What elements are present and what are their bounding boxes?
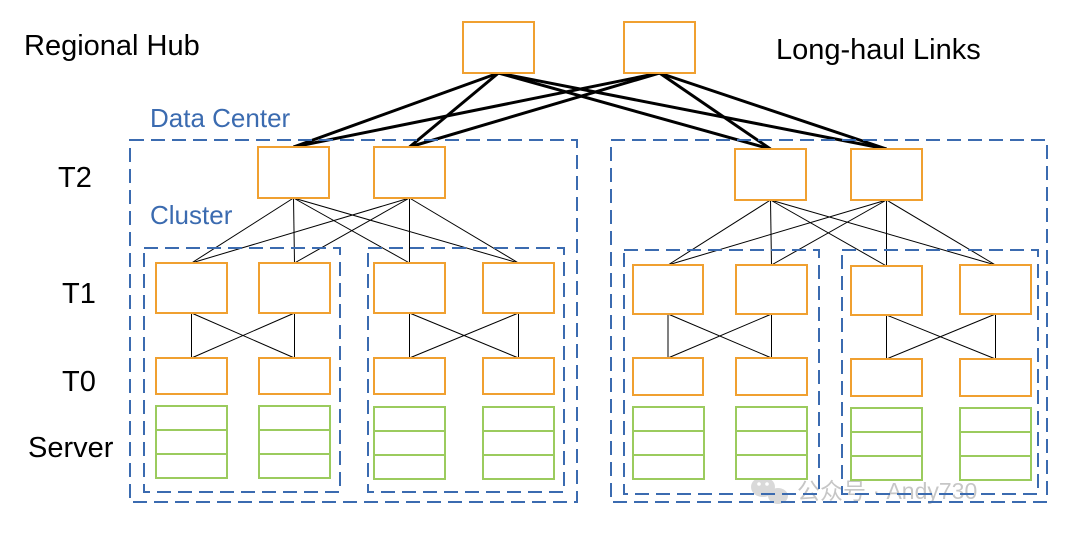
- server-box: [482, 406, 555, 432]
- data-center-box: [610, 139, 1048, 503]
- server-box: [850, 455, 923, 481]
- server-box: [258, 429, 331, 455]
- t2-t1-link: [293, 197, 295, 264]
- server-box: [373, 406, 446, 432]
- cluster-box: [367, 247, 565, 493]
- regional-hub-label: Regional Hub: [24, 30, 200, 62]
- t2-t1-link: [667, 199, 771, 266]
- server-box: [258, 453, 331, 479]
- server-box: [850, 431, 923, 457]
- t2-t1-link: [770, 199, 996, 266]
- t1-t0-link: [409, 312, 519, 359]
- t0-switch: [258, 357, 331, 395]
- t0-switch: [373, 357, 446, 395]
- t1-switch: [482, 262, 555, 314]
- t2-switch: [373, 146, 446, 199]
- t1-switch: [258, 262, 331, 314]
- wechat-icon: [751, 477, 788, 504]
- server-box: [373, 454, 446, 480]
- server-box: [735, 406, 808, 432]
- t1-t0-link: [667, 313, 772, 359]
- long-haul-link: [658, 71, 772, 151]
- cluster-label: Cluster: [150, 200, 233, 230]
- t1-switch: [155, 262, 228, 314]
- t1-switch: [959, 264, 1032, 315]
- server-box: [482, 430, 555, 456]
- long-haul-link: [498, 71, 771, 151]
- server-box: [632, 406, 705, 432]
- long-haul-link: [293, 71, 660, 149]
- watermark-text: 公众号 · Andy730: [797, 478, 977, 504]
- t0-switch: [155, 357, 228, 395]
- server-box: [959, 431, 1032, 457]
- t2-t1-link: [191, 197, 410, 264]
- t2-t1-link: [667, 199, 887, 266]
- t1-t0-link: [886, 313, 996, 360]
- long-haul-link: [659, 71, 887, 151]
- server-box: [155, 453, 228, 479]
- server-box: [850, 407, 923, 433]
- cluster-box: [143, 247, 341, 493]
- long-haul-link: [409, 71, 660, 149]
- t1-switch: [632, 264, 704, 315]
- data-center-box: [129, 139, 578, 503]
- regional-hub-switch: [462, 21, 535, 74]
- cluster-box: [841, 249, 1039, 495]
- long-haul-link: [498, 71, 887, 151]
- t0-switch: [632, 357, 704, 396]
- server-box: [632, 430, 705, 456]
- t1-switch: [735, 264, 808, 315]
- t2-switch: [850, 148, 923, 201]
- t2-switch: [257, 146, 330, 199]
- t2-t1-link: [771, 199, 887, 266]
- t1-switch: [373, 262, 446, 314]
- t0-switch: [850, 358, 923, 397]
- t2-t1-link: [293, 197, 519, 264]
- cluster-box: [623, 249, 820, 495]
- t2-t1-link: [409, 197, 519, 264]
- server-box: [155, 405, 228, 431]
- server-box: [632, 454, 705, 480]
- t2-t1-link: [770, 199, 772, 266]
- server-box: [959, 407, 1032, 433]
- regional-hub-switch: [623, 21, 696, 74]
- server-box: [959, 455, 1032, 481]
- server-box: [735, 430, 808, 456]
- t0-switch: [959, 358, 1032, 397]
- watermark: 公众号 · Andy730: [751, 477, 977, 504]
- tier-t0-label: T0: [62, 366, 96, 398]
- data-center-label: Data Center: [150, 103, 291, 133]
- t1-switch: [850, 265, 923, 316]
- t1-t0-link: [191, 312, 295, 359]
- tier-t2-label: T2: [58, 162, 92, 194]
- t2-t1-link: [191, 197, 294, 264]
- t0-switch: [735, 357, 808, 396]
- t2-switch: [734, 148, 807, 201]
- server-box: [155, 429, 228, 455]
- tier-t1-label: T1: [62, 278, 96, 310]
- server-label: Server: [28, 432, 114, 464]
- devices-layer: [129, 21, 1048, 503]
- long-haul-link: [408, 71, 500, 149]
- long-haul-link: [292, 71, 500, 149]
- links-layer: [191, 71, 996, 360]
- server-box: [482, 454, 555, 480]
- t2-t1-link: [294, 197, 410, 264]
- server-box: [258, 405, 331, 431]
- server-box: [373, 430, 446, 456]
- long-haul-links-label: Long-haul Links: [776, 34, 981, 66]
- server-box: [735, 454, 808, 480]
- t2-t1-link: [886, 199, 996, 266]
- t0-switch: [482, 357, 555, 395]
